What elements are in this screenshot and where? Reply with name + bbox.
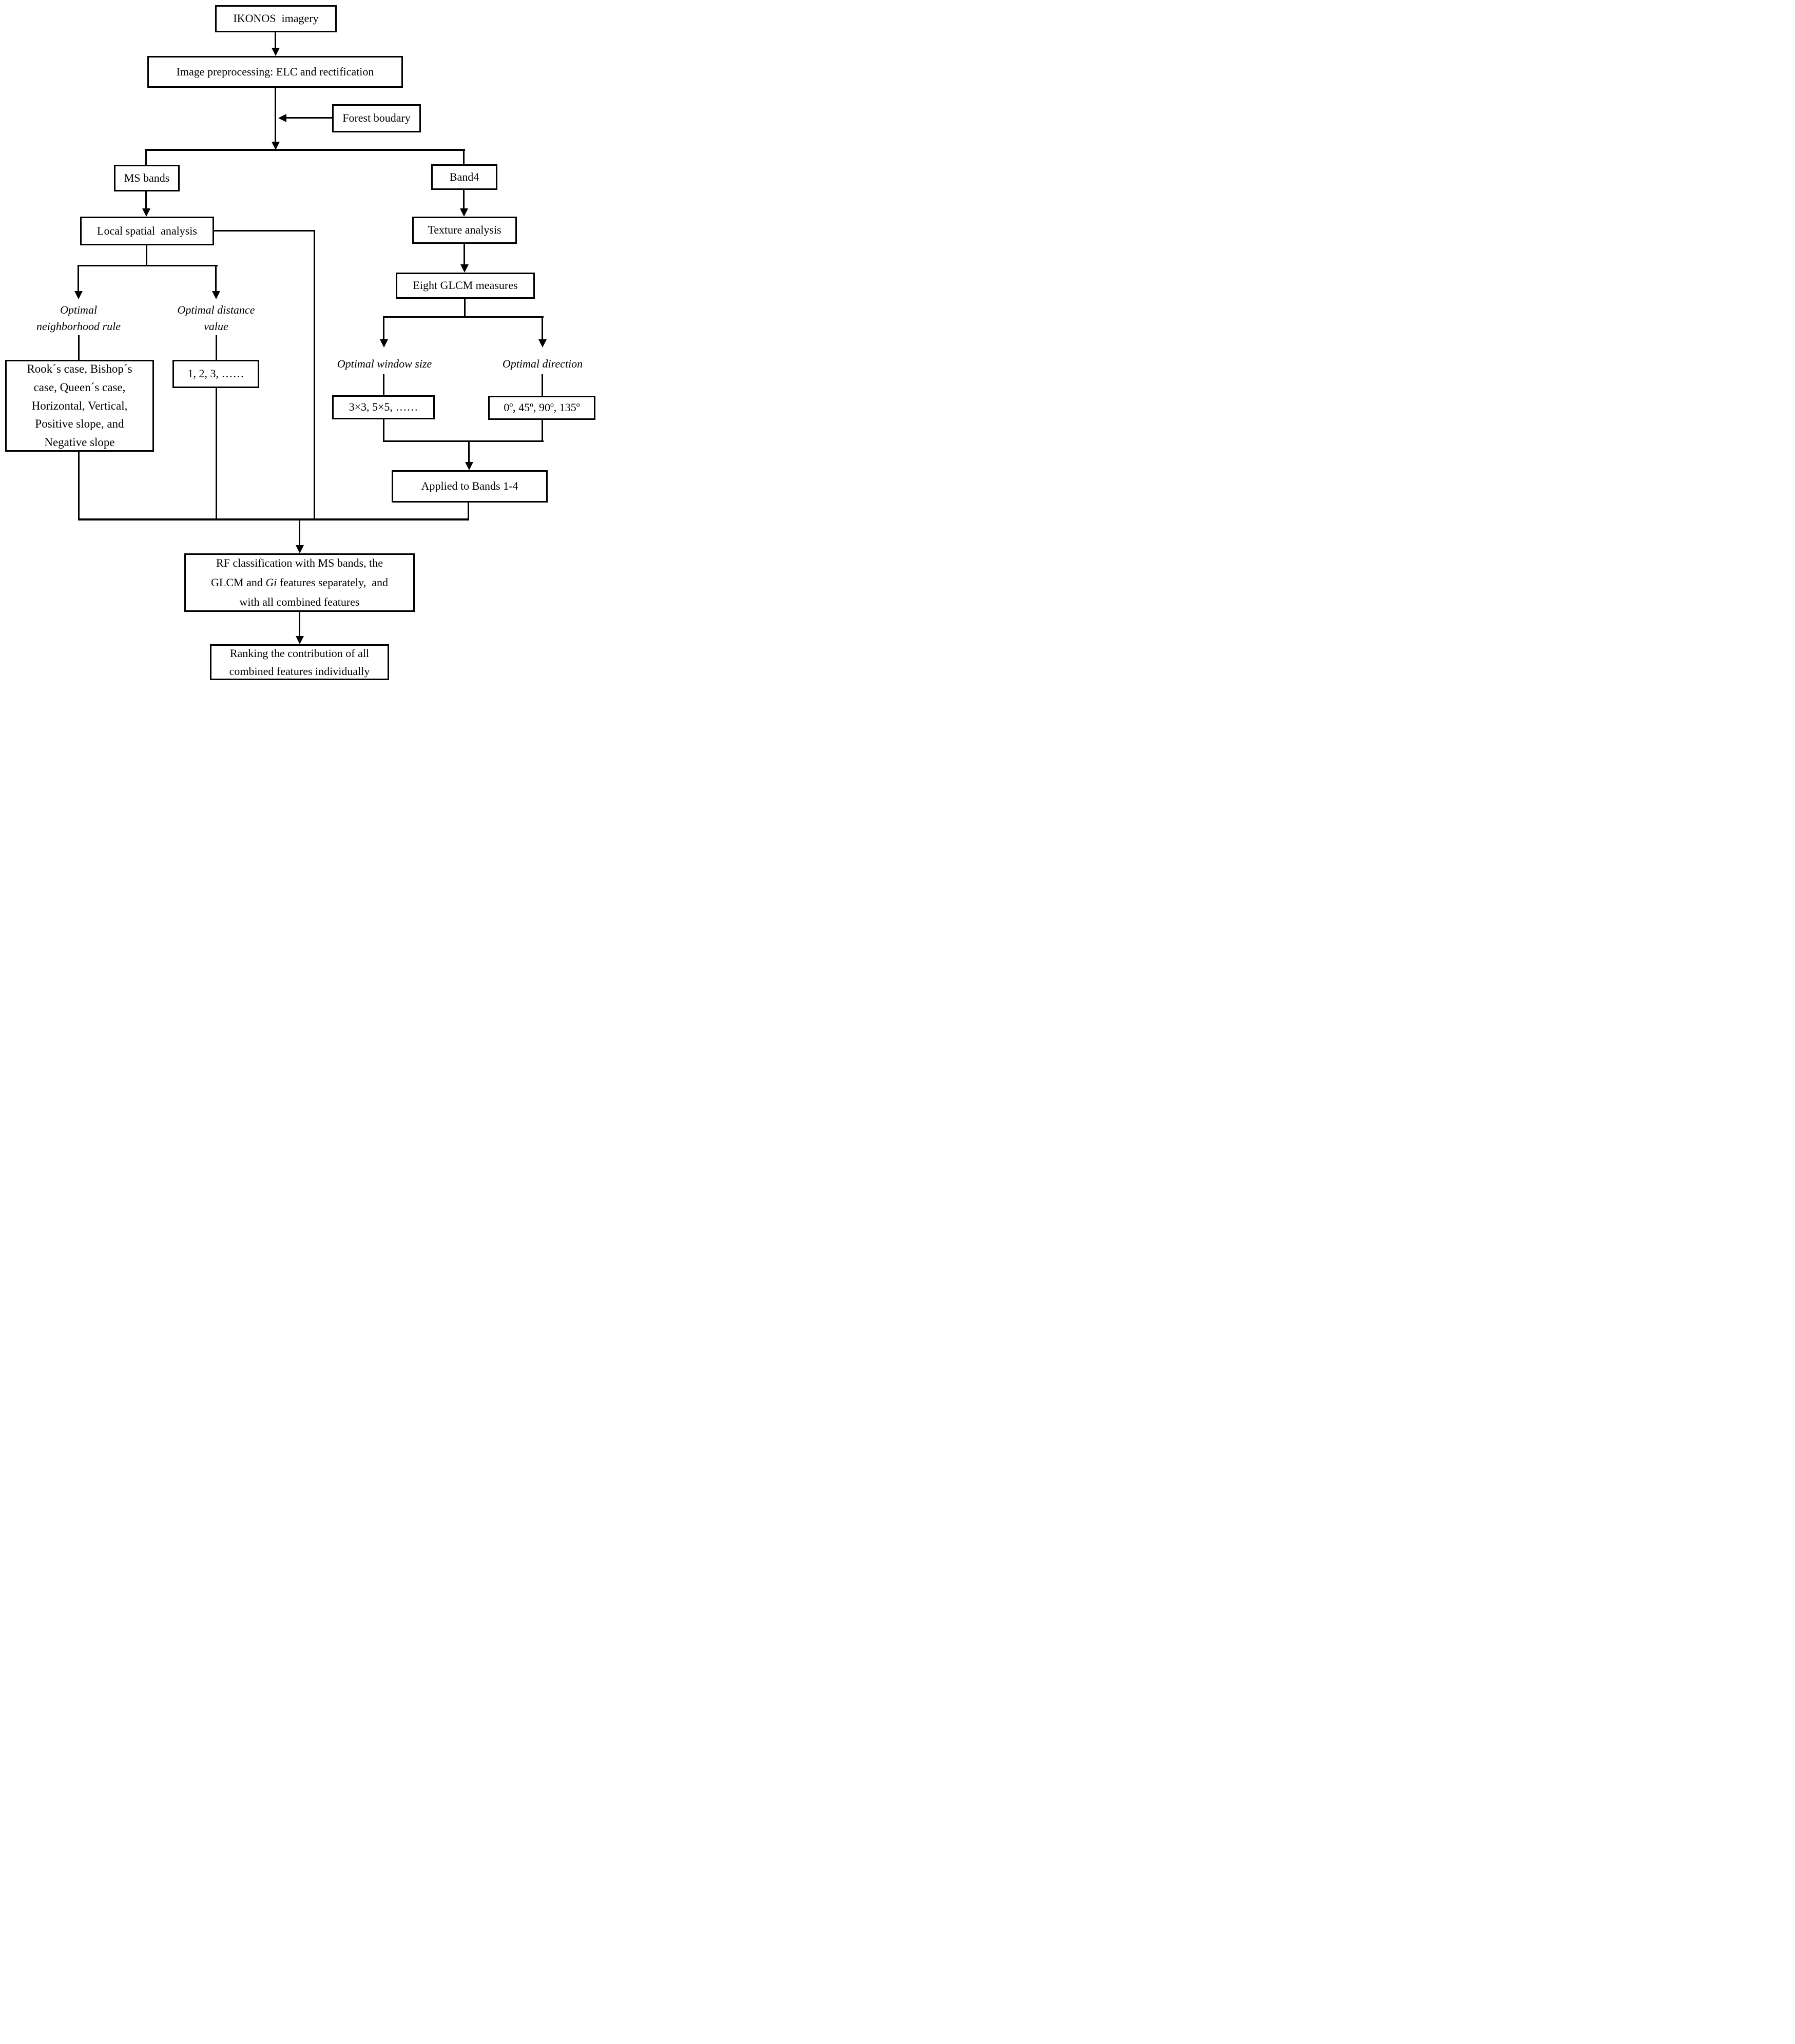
arrowhead-into-distance-label [212, 291, 220, 299]
connector-split-to-ms-bands [145, 151, 147, 165]
rf-line2-before: GLCM and [211, 576, 266, 589]
arrowhead-into-rf [296, 545, 304, 553]
node-rf-classification: RF classification with MS bands, the GLC… [184, 553, 415, 612]
node-image-preprocessing: Image preprocessing: ELC and rectificati… [147, 56, 403, 88]
connector-bracket-to-direction [542, 316, 543, 339]
connector-window-to-lower-bracket [383, 419, 384, 442]
connector-window-label-to-box [383, 374, 384, 395]
label-optimal-neighborhood-rule: Optimal neighborhood rule [36, 303, 121, 333]
label-optimal-distance-value: Optimal distance value [177, 303, 255, 333]
connector-merge-to-rf [299, 520, 300, 545]
connector-bracket-to-applied [468, 440, 470, 463]
connector-left-bracket [78, 265, 218, 266]
node-band4: Band4 [431, 164, 497, 190]
connector-right-bracket [383, 316, 544, 318]
node-distance-values: 1, 2, 3, …… [172, 360, 259, 388]
connector-merge-line [78, 518, 469, 520]
connector-rf-to-ranking [299, 612, 300, 636]
arrowhead-into-texture [460, 208, 468, 217]
node-eight-glcm-measures: Eight GLCM measures [396, 273, 535, 299]
connector-distance-label-to-box [216, 335, 217, 360]
rf-line2-gi: Gi [265, 576, 277, 589]
connector-applied-to-merge [468, 503, 469, 519]
connector-direction-label-to-box [542, 374, 543, 396]
connector-split-to-band4 [463, 151, 465, 164]
connector-ikonos-to-preprocessing [275, 32, 276, 48]
connector-local-spatial-side-horizontal [214, 230, 315, 232]
connector-preprocessing-to-split [275, 88, 276, 142]
rf-classification-line1: RF classification with MS bands, the [216, 556, 383, 570]
node-applied-to-bands: Applied to Bands 1-4 [392, 470, 548, 503]
rf-classification-line3: with all combined features [239, 595, 360, 608]
connector-band4-to-texture [463, 190, 465, 208]
node-forest-boundary: Forest boudary [332, 104, 421, 132]
arrowhead-into-preprocessing [272, 48, 280, 56]
arrowhead-into-neighborhood-label [74, 291, 83, 299]
connector-ms-to-local-spatial [145, 191, 147, 209]
connector-local-spatial-side-vertical [314, 230, 315, 518]
arrowhead-into-local-spatial [142, 208, 150, 217]
flowchart-canvas: IKONOS imagery Image preprocessing: ELC … [0, 0, 599, 681]
connector-split-line [145, 149, 465, 151]
node-ranking-contribution: Ranking the contribution of all combined… [210, 644, 389, 680]
arrowhead-into-glcm [460, 264, 469, 273]
node-texture-analysis: Texture analysis [412, 217, 517, 244]
connector-texture-to-glcm [464, 244, 465, 265]
node-neighborhood-cases: Rook´s case, Bishop´s case, Queen´s case… [5, 360, 154, 452]
arrowhead-into-ranking [296, 636, 304, 644]
label-optimal-window-size: Optimal window size [337, 357, 432, 370]
connector-forest-boundary [286, 117, 332, 119]
rf-classification-line2: GLCM and Gi features separately, and [211, 573, 388, 592]
arrowhead-into-window-label [380, 339, 388, 348]
connector-distance-box-to-merge [216, 388, 217, 518]
arrowhead-into-split [272, 142, 280, 150]
node-window-sizes: 3×3, 5×5, …… [332, 395, 435, 419]
connector-glcm-to-bracket [464, 299, 466, 318]
connector-bracket-to-neighborhood [78, 265, 79, 292]
connector-bracket-to-distance [215, 265, 217, 292]
node-ms-bands: MS bands [114, 165, 180, 191]
rf-line2-after: features separately, and [277, 576, 388, 589]
arrowhead-into-direction-label [538, 339, 547, 348]
connector-direction-to-lower-bracket [542, 420, 543, 442]
node-ikonos-imagery: IKONOS imagery [215, 5, 337, 32]
connector-neighborhood-box-to-merge [78, 452, 80, 518]
connector-bracket-to-window [383, 316, 384, 339]
node-directions: 0º, 45º, 90º, 135º [488, 396, 595, 420]
connector-local-spatial-to-bracket [146, 245, 147, 266]
connector-lower-bracket [383, 440, 544, 442]
arrowhead-forest-boundary [278, 114, 286, 122]
arrowhead-into-applied [465, 462, 473, 470]
connector-neighborhood-label-to-box [78, 335, 80, 360]
node-local-spatial-analysis: Local spatial analysis [80, 217, 214, 245]
label-optimal-direction: Optimal direction [502, 357, 583, 370]
